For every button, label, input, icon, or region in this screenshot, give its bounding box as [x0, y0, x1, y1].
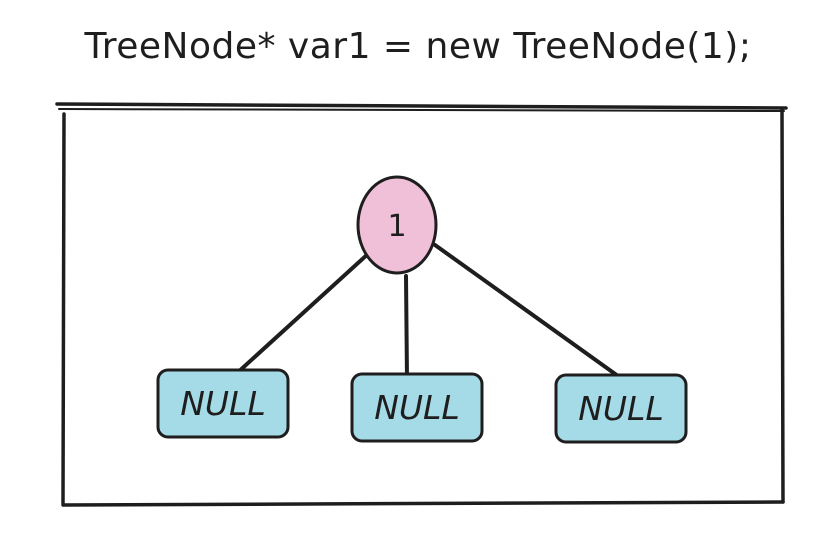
- child-node-left: NULL: [156, 368, 290, 439]
- null-box: [350, 372, 484, 443]
- child-node-right: NULL: [554, 373, 688, 444]
- root-node-circle: [356, 175, 438, 275]
- root-node-value: 1: [387, 209, 406, 244]
- null-label: NULL: [180, 384, 266, 423]
- null-box: [554, 373, 688, 444]
- edge-left: [234, 251, 371, 376]
- null-box: [156, 368, 290, 439]
- null-label: NULL: [374, 388, 460, 427]
- edge-right: [433, 243, 620, 378]
- null-label: NULL: [578, 389, 664, 428]
- child-node-middle: NULL: [350, 372, 484, 443]
- edge-middle: [404, 274, 409, 382]
- container-box: [55, 102, 788, 507]
- edges: [234, 243, 620, 382]
- root-node: 1: [356, 175, 438, 275]
- code-title: TreeNode* var1 = new TreeNode(1);: [84, 26, 752, 67]
